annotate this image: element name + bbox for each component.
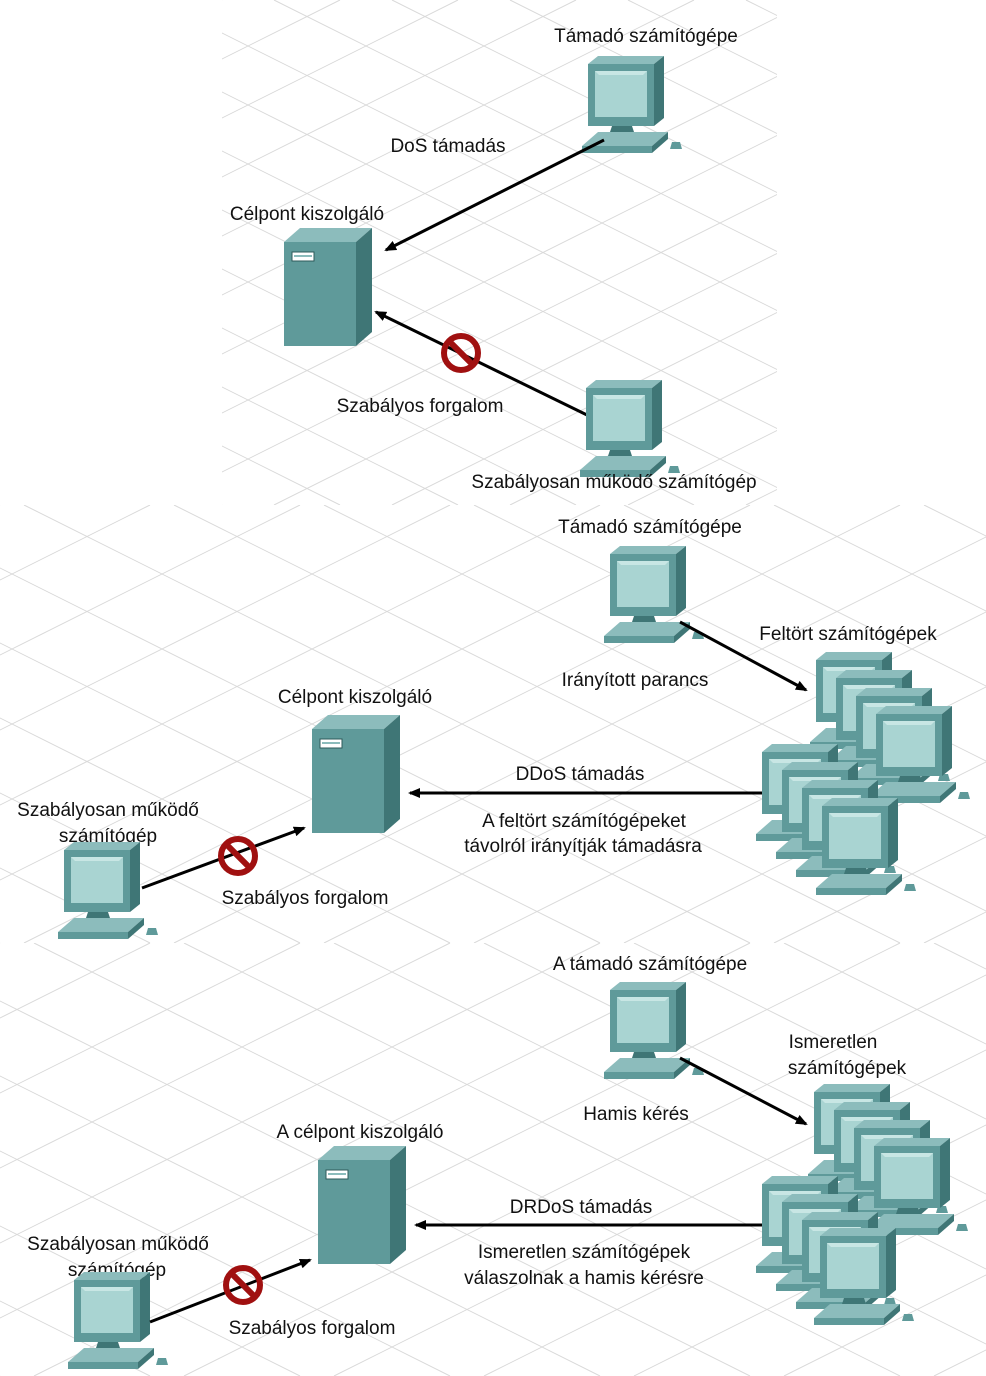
arrow-icon	[679, 620, 808, 692]
ddos-command-label: Irányított parancs	[562, 670, 709, 691]
computer-icon	[580, 380, 680, 477]
dos-legit-computer-label: Szabályosan működő számítógép	[471, 472, 756, 493]
drdos-target-label: A célpont kiszolgáló	[277, 1122, 444, 1143]
server-icon	[283, 227, 373, 347]
arrow-icon	[374, 310, 588, 417]
dos-legit-traffic-label: Szabályos forgalom	[337, 396, 504, 417]
computer-icon	[582, 56, 682, 153]
arrow-icon	[384, 138, 605, 252]
drdos-legit-traffic-label: Szabályos forgalom	[229, 1318, 396, 1339]
ddos-legit-traffic-label: Szabályos forgalom	[222, 888, 389, 909]
unknown-computers	[756, 1084, 968, 1325]
computer-icon	[58, 842, 158, 939]
dos-attacker-label: Támadó számítógépe	[554, 26, 738, 47]
ddos-attack-note-line1: A feltört számítógépeket	[482, 811, 687, 832]
ddos-attack-label: DDoS támadás	[516, 764, 645, 785]
ddos-legit-computer-line1: Szabályosan működő	[17, 800, 199, 821]
ddos-panel: Támadó számítógépe Irányított parancs Fe…	[17, 517, 970, 939]
computer-icon	[868, 1138, 968, 1235]
drdos-attack-note-line2: válaszolnak a hamis kérésre	[464, 1268, 704, 1289]
server-icon	[317, 1145, 407, 1265]
arrow-icon	[679, 1056, 808, 1126]
ddos-legit-computer-line2: számítógép	[59, 826, 157, 847]
grid-lines	[0, 505, 986, 943]
blocked-icon	[226, 1268, 260, 1302]
drdos-attack-label: DRDoS támadás	[510, 1197, 653, 1218]
blocked-icon	[444, 336, 478, 370]
drdos-legit-computer-line1: Szabályosan működő	[27, 1234, 209, 1255]
dos-target-label: Célpont kiszolgáló	[230, 204, 384, 225]
grid-lines	[222, 0, 777, 505]
computer-icon	[816, 798, 916, 895]
computer-icon	[870, 706, 970, 803]
drdos-unknown-line1: Ismeretlen	[789, 1032, 878, 1053]
drdos-request-label: Hamis kérés	[583, 1104, 689, 1125]
dos-panel: Támadó számítógépe DoS támadás Célpont k…	[230, 26, 757, 493]
drdos-attack-note-line1: Ismeretlen számítógépek	[478, 1242, 691, 1263]
dos-attack-label: DoS támadás	[390, 136, 505, 157]
ddos-target-label: Célpont kiszolgáló	[278, 687, 432, 708]
computer-icon	[604, 982, 704, 1079]
ddos-compromised-label: Feltört számítógépek	[759, 624, 937, 645]
server-icon	[311, 714, 401, 834]
drdos-panel: A támadó számítógépe Hamis kérés Ismeret…	[27, 954, 968, 1369]
computer-icon	[814, 1228, 914, 1325]
drdos-unknown-line2: számítógépek	[788, 1058, 907, 1079]
ddos-attacker-label: Támadó számítógépe	[558, 517, 742, 538]
compromised-computers	[756, 652, 970, 895]
grid-lines	[0, 943, 986, 1376]
drdos-attacker-label: A támadó számítógépe	[553, 954, 747, 975]
ddos-attack-note-line2: távolról irányítják támadásra	[464, 836, 702, 857]
